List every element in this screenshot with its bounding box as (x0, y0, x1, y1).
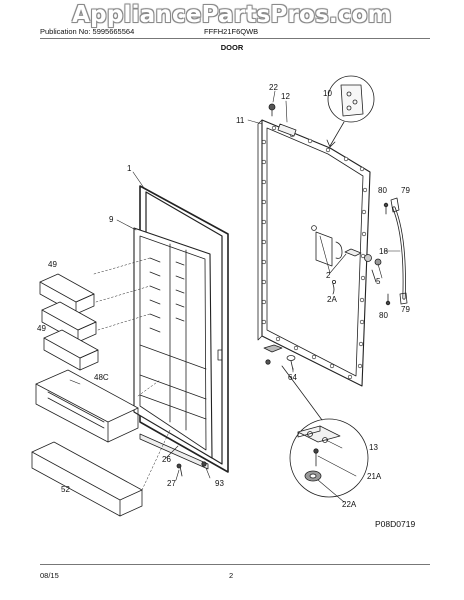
callout-1: 1 (127, 164, 132, 173)
callout-5: 5 (376, 277, 381, 286)
callout-80-bottom: 80 (379, 311, 388, 320)
callout-10: 10 (323, 89, 332, 98)
callout-26: 26 (162, 455, 171, 464)
publication-number: Publication No: 5995665564 (40, 27, 135, 36)
hinge-parts (331, 248, 382, 295)
section-title: DOOR (220, 43, 244, 52)
callout-52: 52 (61, 485, 70, 494)
callout-21a: 21A (367, 472, 382, 481)
detail-circle-10 (326, 75, 375, 148)
model-number: FFFH21F6QWB (204, 27, 259, 36)
door-handle (383, 197, 408, 306)
label-plate (277, 123, 297, 137)
leader-lines (69, 90, 401, 503)
callout-2a: 2A (327, 295, 337, 304)
detail-circle-13 (289, 418, 369, 498)
callout-13: 13 (369, 443, 378, 452)
callout-18: 18 (379, 247, 388, 256)
footer-rule (40, 564, 430, 565)
door-shelf-48c (35, 369, 139, 443)
callout-27: 27 (167, 479, 176, 488)
bottom-hinge (263, 344, 323, 421)
callout-22a: 22A (342, 500, 357, 509)
door-bin-bottom (31, 441, 143, 517)
page-number: 2 (229, 571, 234, 580)
callout-79-bottom: 79 (401, 305, 410, 314)
callout-49-upper: 49 (48, 260, 57, 269)
inner-door-liner (133, 227, 223, 459)
bottom-trim (139, 433, 209, 477)
screw-22 (268, 103, 276, 117)
callout-79-top: 79 (401, 186, 410, 195)
door-bin-lower (43, 329, 99, 371)
footer-date: 08/15 (40, 571, 59, 580)
watermark-logo: AppliancePartsPros.com (72, 2, 392, 28)
door-bin-upper (39, 273, 95, 315)
callout-9: 9 (109, 215, 114, 224)
callout-labels: 1 9 11 12 22 10 80 79 18 2 5 2A 79 80 64… (37, 83, 410, 509)
callout-93: 93 (215, 479, 224, 488)
callout-12: 12 (281, 92, 290, 101)
callout-80-top: 80 (378, 186, 387, 195)
callout-22: 22 (269, 83, 278, 92)
callout-2: 2 (326, 271, 331, 280)
callout-49-lower: 49 (37, 324, 46, 333)
projection-lines (93, 257, 171, 491)
header-rule (40, 38, 430, 39)
callout-48c: 48C (94, 373, 109, 382)
callout-11: 11 (236, 116, 245, 125)
drawing-code: P08D0719 (375, 519, 416, 529)
callout-64: 64 (288, 373, 297, 382)
